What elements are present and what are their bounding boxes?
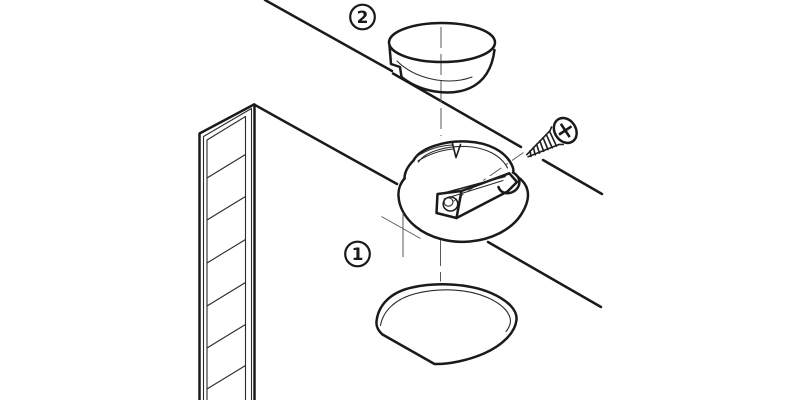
phillips-cross-icon: [558, 123, 573, 138]
cover-cap: [387, 21, 497, 136]
cam-fitting: [397, 140, 530, 244]
callout-1-badge: 1: [344, 240, 371, 268]
callout-2-label: 2: [357, 8, 369, 28]
panel-edge-line-upper-right: [391, 72, 604, 196]
callout-2-badge: 2: [349, 3, 376, 31]
panel-edge-line-lower-right: [486, 240, 603, 309]
mounting-recess: [375, 283, 518, 366]
screw-hole: [442, 196, 459, 212]
panel-edge-line-top: [263, 0, 394, 73]
panel-edge-line-middle: [252, 103, 399, 186]
slotted-post: [198, 103, 256, 400]
callout-1-label: 1: [352, 245, 364, 265]
screw-threads: [529, 130, 558, 158]
post-hatch-lines: [206, 153, 247, 390]
screw: [525, 116, 578, 158]
fitting-wedge: [435, 172, 519, 220]
drilling-position-cross: [381, 212, 421, 257]
